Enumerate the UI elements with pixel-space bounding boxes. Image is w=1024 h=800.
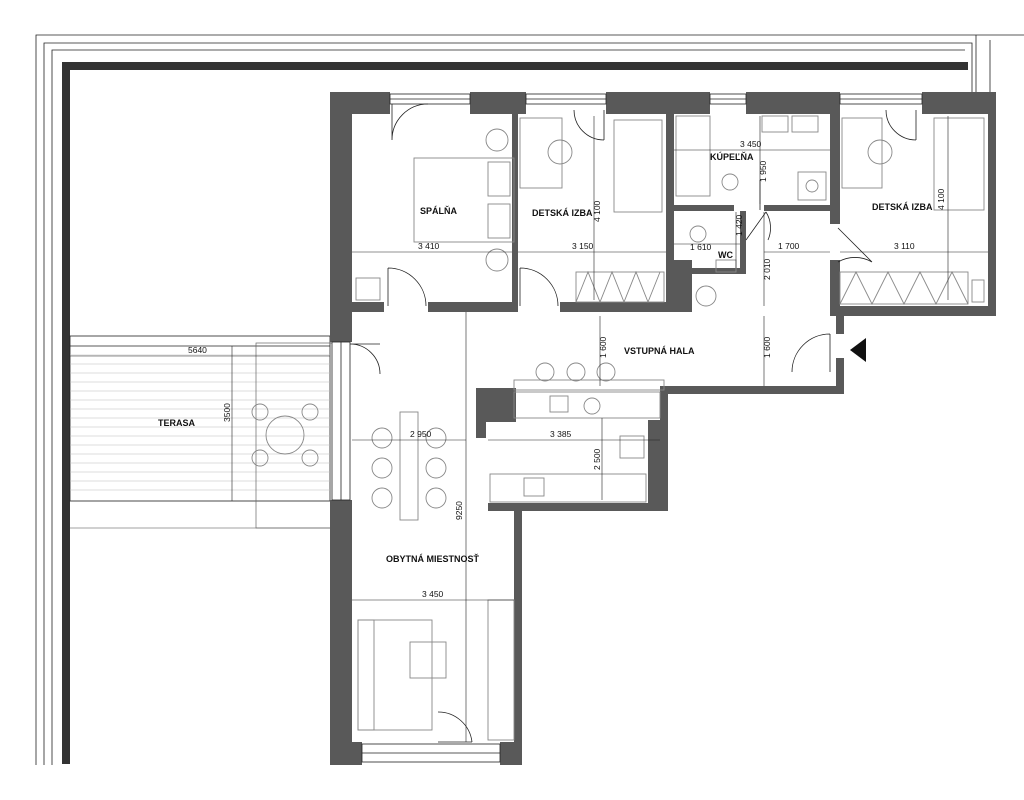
- dim-kitchen-depth: 2 500: [592, 448, 602, 470]
- dim-wc-width: 1 610: [690, 242, 712, 252]
- dim-living-depth: 9250: [454, 501, 464, 520]
- dimension-values: 3 410 3 150 4 100 3 450 1 950 3 110 4 10…: [188, 139, 946, 599]
- dim-terasa-depth: 3500: [222, 403, 232, 422]
- dim-terasa-width: 5640: [188, 345, 207, 355]
- dim-hall-depth-a: 2 010: [762, 258, 772, 280]
- walls: [330, 92, 996, 765]
- room-label-spalna: SPÁLŇA: [420, 205, 458, 216]
- room-label-vstupna-hala: VSTUPNÁ HALA: [624, 346, 695, 356]
- room-label-kupelna: KÚPEĽŇA: [710, 151, 754, 162]
- dim-detska2-width: 3 110: [894, 241, 915, 251]
- dim-detska1-width: 3 150: [572, 241, 594, 251]
- doors: [349, 103, 917, 743]
- room-label-obytna-miestnost: OBYTNÁ MIESTNOSŤ: [386, 553, 480, 564]
- windows: [331, 93, 923, 763]
- furniture: [355, 115, 985, 741]
- dim-detska2-depth: 4 100: [936, 188, 946, 210]
- dim-kupelna-width: 3 450: [740, 139, 762, 149]
- entrance-arrow-icon: [850, 338, 866, 362]
- dim-living-width: 3 450: [422, 589, 444, 599]
- dim-detska1-depth: 4 100: [592, 200, 602, 222]
- dim-wc-depth: 1 420: [734, 214, 744, 236]
- room-label-terasa: TERASA: [158, 418, 196, 428]
- wardrobe-1: [575, 270, 665, 304]
- room-label-wc: WC: [718, 250, 733, 260]
- terrace-table-icon: [251, 403, 319, 467]
- dim-kitchen-width: 3 385: [550, 429, 572, 439]
- dim-hall-width: 1 700: [778, 241, 800, 251]
- dim-spalna-width: 3 410: [418, 241, 440, 251]
- dim-dining-width: 2 950: [410, 429, 432, 439]
- terrace-decking: [70, 354, 330, 491]
- room-labels: SPÁLŇA DETSKÁ IZBA KÚPEĽŇA DETSKÁ IZBA W…: [158, 151, 933, 564]
- room-label-detska-izba-1: DETSKÁ IZBA: [532, 208, 593, 218]
- terrace: [69, 335, 337, 529]
- dim-kupelna-depth: 1 950: [758, 160, 768, 182]
- dim-hall-depth-c: 1 600: [762, 336, 772, 358]
- dim-hall-depth-b: 1 600: [598, 336, 608, 358]
- outer-frame: [35, 34, 1024, 765]
- dimension-lines: [352, 116, 988, 742]
- room-label-detska-izba-2: DETSKÁ IZBA: [872, 202, 933, 212]
- wardrobe-2: [839, 270, 969, 306]
